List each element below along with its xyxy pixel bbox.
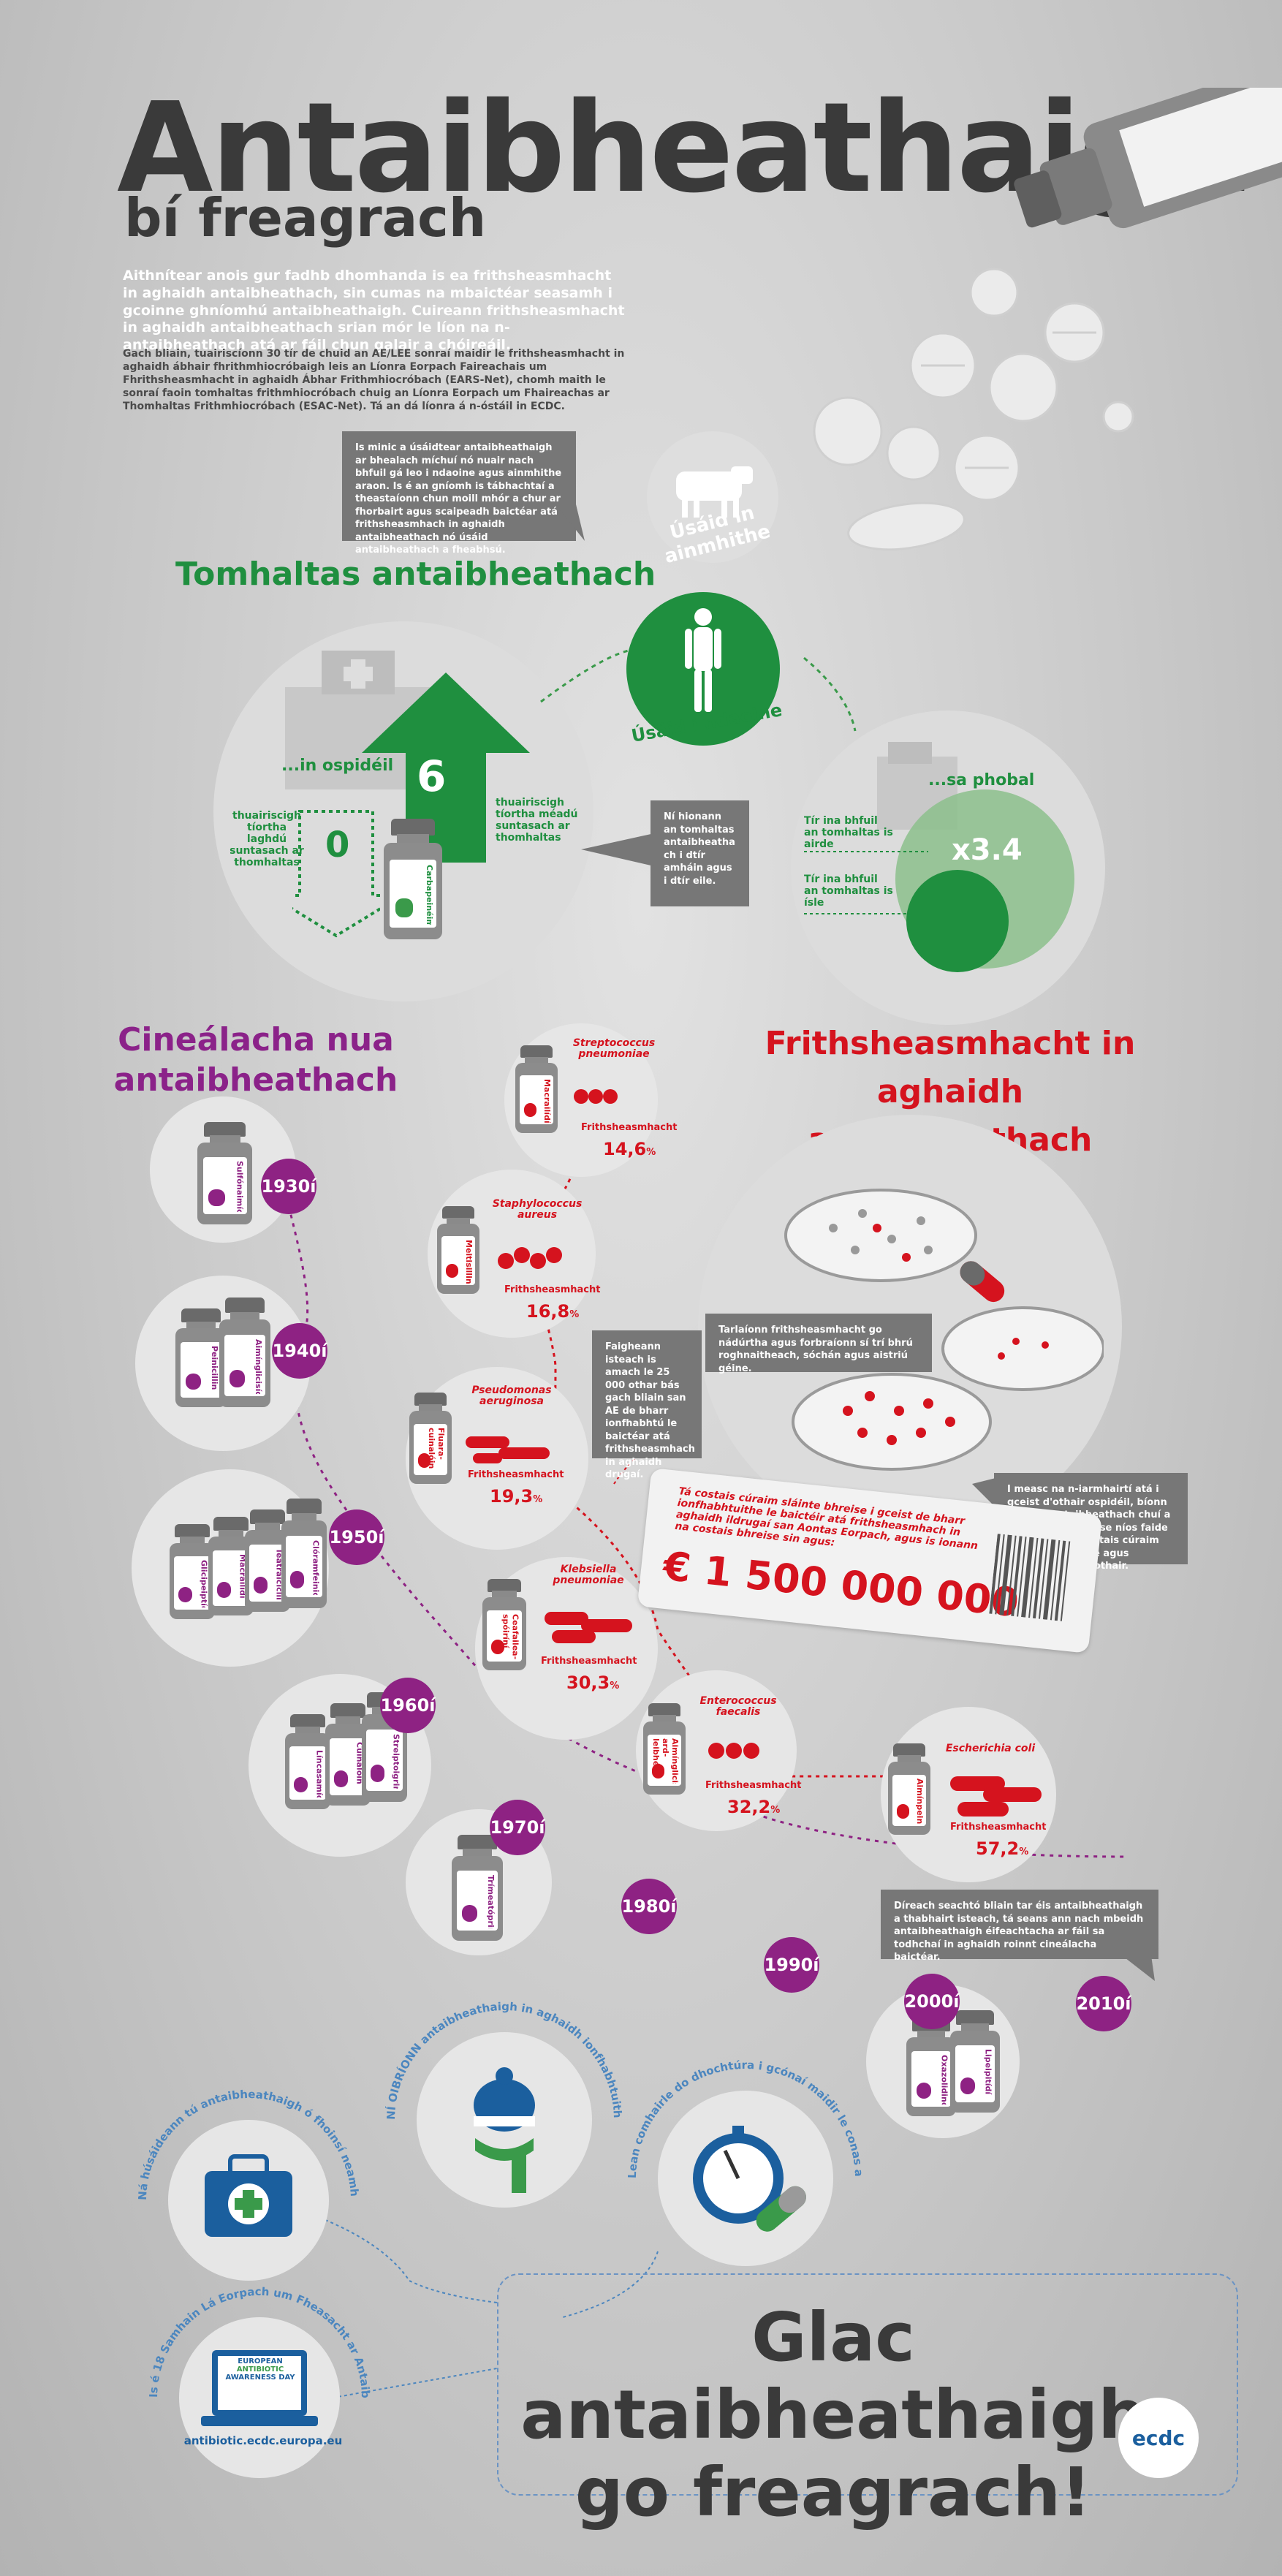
cow-icon bbox=[676, 466, 753, 518]
vial-1950-d: Clóramfeinicol bbox=[281, 1499, 327, 1608]
decade-1930: 1930í bbox=[261, 1159, 316, 1214]
increase-text: thuairiscigh tíortha méadú suntasach ar … bbox=[496, 797, 578, 844]
vial-methicillin: Meitisillin bbox=[437, 1206, 479, 1294]
cost-ticket: Tá costais cúraim sláinte bhreise i gcei… bbox=[637, 1468, 1103, 1653]
decade-1940: 1940í bbox=[272, 1323, 327, 1379]
bacteria-2-icon bbox=[498, 1247, 562, 1269]
bacteria-1-icon bbox=[574, 1089, 618, 1104]
label-leader-lines bbox=[804, 851, 928, 914]
intro-paragraph-1: Aithnítear anois gur fadhb dhomhanda is … bbox=[123, 268, 625, 353]
comparison-note: Ní hionann an tomhaltas antaibheatha ch … bbox=[651, 800, 749, 906]
vial-1940-b: Aimínglicisídí bbox=[219, 1298, 270, 1407]
laptop-arc: Is é 18 Samhain Lá Eorpach um Fheasacht … bbox=[128, 2266, 372, 2478]
bacteria-3-value: 19,3% bbox=[490, 1486, 543, 1507]
community-label: ...sa phobal bbox=[928, 771, 1035, 789]
vial-1970: Trímeatóprim bbox=[452, 1835, 503, 1941]
bacteria-5-icon bbox=[708, 1743, 759, 1759]
tagline-frame bbox=[497, 2273, 1238, 2496]
vial-1930: Sulfónaimídí bbox=[197, 1122, 252, 1224]
bacteria-3-icon bbox=[466, 1436, 550, 1463]
consumption-heading: Tomhaltas antaibheathach bbox=[175, 556, 656, 593]
bacteria-1-res-label: Frithsheasmhacht bbox=[581, 1122, 678, 1133]
website-link[interactable]: antibiotic.ecdc.europa.eu bbox=[183, 2434, 343, 2447]
page-subtitle: bí freagrach bbox=[124, 187, 487, 249]
hospital-label: ...in ospidéil bbox=[281, 757, 394, 775]
new-antibiotics-heading: Cineálacha nua antaibheathach bbox=[113, 1021, 398, 1099]
decade-1990: 1990í bbox=[764, 1937, 819, 1993]
pill-bottle-icon bbox=[1014, 88, 1282, 229]
callout-pointer bbox=[555, 504, 585, 541]
decrease-text: thuairiscigh tíortha laghdú suntasach ar… bbox=[230, 810, 304, 869]
vial-aminopenicillins: Aimínpeinicillin bbox=[888, 1743, 930, 1835]
bacteria-6-value: 57,2% bbox=[976, 1838, 1029, 1859]
decade-2010: 2010í bbox=[1076, 1976, 1131, 2031]
bacteria-1-value: 14,6% bbox=[603, 1139, 656, 1159]
bottom-connectors bbox=[292, 2207, 659, 2406]
vial-1940-a: Peinicillin bbox=[175, 1308, 227, 1407]
note-2010: Díreach seachtó bliain tar éis antaibhea… bbox=[881, 1890, 1158, 1963]
lowest-label: Tír ina bhfuil an tomhaltas is ísle bbox=[804, 874, 893, 909]
tagline: Glac antaibheathaigh go freagrach! bbox=[520, 2298, 1146, 2531]
bacteria-6-icon bbox=[950, 1776, 1042, 1817]
bacteria-2-name: Staphylococcus aureus bbox=[492, 1198, 583, 1221]
decade-2000: 2000í bbox=[904, 1974, 960, 2029]
vial-1950-a: Glicipeiptídí bbox=[170, 1524, 215, 1619]
vial-cephalosporins: Ceafailea-spóiríní bbox=[482, 1579, 526, 1670]
increase-arrow bbox=[362, 673, 530, 863]
carbapenem-vial: Carbapeinéim bbox=[384, 819, 442, 939]
bacteria-5-name: Enterococcus faecalis bbox=[699, 1695, 777, 1719]
vial-2000-b: Lipeipitídí bbox=[950, 2010, 1000, 2113]
lowest-consumption-circle bbox=[906, 870, 1009, 972]
consumption-ratio: x3.4 bbox=[952, 833, 1023, 867]
increase-count: 6 bbox=[417, 751, 447, 801]
bacteria-6-res-label: Frithsheasmhacht bbox=[950, 1822, 1047, 1833]
scarf-arc: NÍ OIBRÍONN antaibheathaigh in aghaidh i… bbox=[365, 1981, 624, 2208]
decade-1950: 1950í bbox=[329, 1509, 384, 1565]
bacteria-4-value: 30,3% bbox=[566, 1672, 620, 1693]
human-figure-icon bbox=[685, 608, 721, 712]
consumption-connectors bbox=[540, 649, 857, 732]
bacteria-2-value: 16,8% bbox=[526, 1301, 580, 1322]
vial-aminoglycosides: Aimínglicisídí ard-leibhéil bbox=[643, 1703, 686, 1795]
barcode-icon bbox=[989, 1534, 1071, 1621]
bacteria-6-name: Escherichia coli bbox=[945, 1743, 1036, 1754]
vial-1960-a: Líncasamídí bbox=[285, 1714, 330, 1809]
bacteria-4-res-label: Frithsheasmhacht bbox=[541, 1656, 637, 1667]
bacteria-3-res-label: Frithsheasmhacht bbox=[468, 1469, 564, 1480]
decade-1960: 1960í bbox=[380, 1678, 436, 1733]
callout-pointer bbox=[581, 833, 654, 866]
intro-paragraph-2: Gach bliain, tuairiscíonn 30 tír de chui… bbox=[123, 348, 625, 412]
bacteria-5-value: 32,2% bbox=[727, 1797, 781, 1817]
vial-fluoroquinolones: Fluara-cuinalóin bbox=[409, 1393, 452, 1484]
eaad-logo: EUROPEAN ANTIBIOTIC AWARENESS DAY bbox=[225, 2357, 295, 2382]
hospital-building-icon bbox=[285, 651, 431, 789]
decade-1970: 1970í bbox=[490, 1800, 545, 1855]
bacteria-3-name: Pseudomonas aeruginosa bbox=[471, 1384, 552, 1408]
petri-dishes-icon bbox=[784, 1189, 1104, 1471]
bacteria-1-name: Streptococcus pneumoniae bbox=[572, 1037, 656, 1061]
timeline-path bbox=[287, 1205, 1126, 1858]
natural-resistance-note: Tarlaíonn frithsheasmhacht go nádúrtha a… bbox=[705, 1314, 932, 1374]
falling-pills bbox=[813, 268, 1134, 551]
decade-1980: 1980í bbox=[621, 1879, 677, 1934]
ecdc-logo: ecdc bbox=[1118, 2398, 1199, 2478]
animal-use-note: Is minic a úsáidtear antaibheathaigh ar … bbox=[342, 431, 576, 556]
stopwatch-arc: Lean comhairle do dhochtúra i gcónaí mai… bbox=[607, 2039, 865, 2266]
bacteria-2-res-label: Frithsheasmhacht bbox=[504, 1284, 601, 1295]
bacteria-5-res-label: Frithsheasmhacht bbox=[705, 1780, 802, 1791]
bacteria-4-icon bbox=[545, 1612, 632, 1643]
deaths-note: Faigheann isteach is amach le 25 000 oth… bbox=[592, 1330, 702, 1480]
vial-macrolides: Macrailídí bbox=[515, 1045, 558, 1133]
bacteria-4-name: Klebsiella pneumoniae bbox=[553, 1564, 624, 1587]
medicine-kit-arc: Ná húsáideann tú antaibheathaigh ó fhoin… bbox=[117, 2069, 361, 2281]
highest-label: Tír ina bhfuil an tomhaltas is airde bbox=[804, 815, 893, 851]
callout-pointer bbox=[1122, 1955, 1155, 1981]
decrease-count: 0 bbox=[325, 825, 350, 865]
